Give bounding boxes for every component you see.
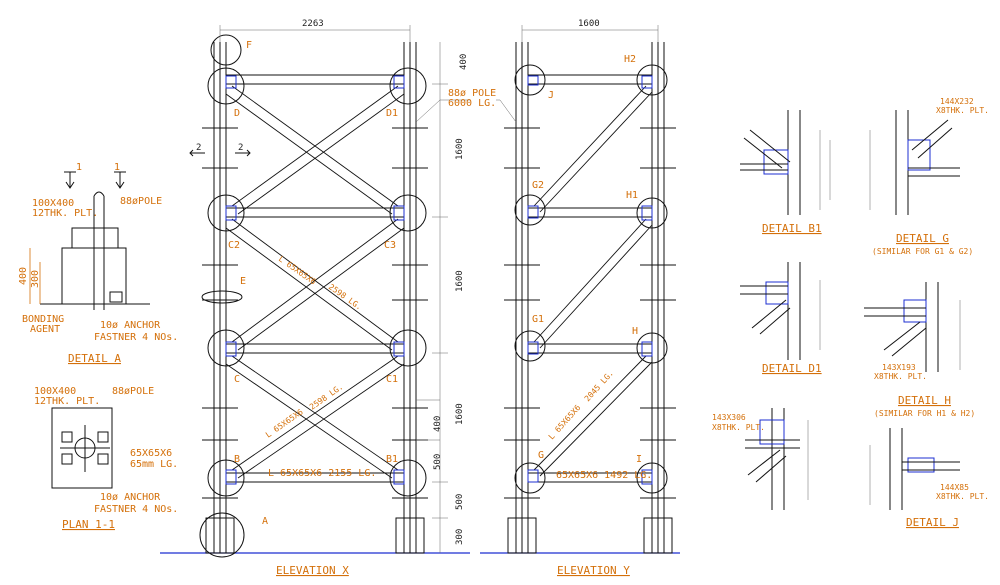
dim-width-y: 1600: [578, 19, 600, 29]
dim-1600-b: 1600: [455, 270, 465, 292]
dim-width-x: 2263: [302, 19, 324, 29]
node-c: C: [234, 374, 240, 385]
node-b: B: [234, 454, 240, 465]
node-c3: C3: [384, 240, 396, 251]
section-1-right: 1: [114, 162, 120, 173]
title-detail-g: DETAIL G: [896, 232, 949, 245]
detail-a: [29, 171, 150, 310]
note-p-angle2: 65mm LG.: [130, 459, 178, 470]
note-a-plate: 100X400: [32, 198, 74, 209]
node-a: A: [262, 516, 268, 527]
node-h1: H1: [626, 190, 638, 201]
detail-b1: [740, 110, 831, 215]
title-detail-a: DETAIL A: [68, 352, 121, 365]
note-a-pole: 88øPOLE: [120, 196, 162, 207]
detail-g: [869, 110, 960, 215]
node-f: F: [246, 40, 252, 51]
note-brace-x-top: L 65X65X6: [277, 254, 318, 286]
title-plan-1-1: PLAN 1-1: [62, 518, 115, 531]
note-brace-x-top-lg: 2598 LG.: [327, 282, 364, 311]
node-g: G: [538, 450, 544, 461]
dim-400-b: 400: [433, 416, 443, 432]
subtitle-detail-h: (SIMILAR FOR H1 & H2): [874, 409, 975, 418]
note-h-plate: 143X193: [882, 363, 916, 372]
note-pole-lg: 6000 LG.: [448, 98, 496, 109]
note-j-plate2: X8THK. PLT.: [936, 492, 989, 501]
node-h: H: [632, 326, 638, 337]
subtitle-detail-g: (SIMILAR FOR G1 & G2): [872, 247, 973, 256]
node-b1: B1: [386, 454, 398, 465]
dim-500-a: 500: [433, 454, 443, 470]
note-brace-y-lg: 2045 LG.: [583, 369, 615, 404]
elevation-x: [160, 25, 470, 558]
note-k-plate2: X8THK. PLT.: [712, 423, 765, 432]
dim-400: 400: [459, 54, 469, 70]
node-e: E: [240, 276, 246, 287]
dim-500-b: 500: [455, 494, 465, 510]
note-p-pole: 88øPOLE: [112, 386, 154, 397]
note-h-plate2: X8THK. PLT.: [874, 372, 927, 381]
note-a-anchor: 10ø ANCHOR: [100, 320, 161, 331]
note-horiz-x: L 65X65X6 2155 LG.: [268, 468, 376, 479]
note-p-plate2: 12THK. PLT.: [34, 396, 100, 407]
title-detail-d1: DETAIL D1: [762, 362, 822, 375]
note-a-fastner: FASTNER 4 NOs.: [94, 332, 178, 343]
note-p-plate: 100X400: [34, 386, 76, 397]
dim-1600-c: 1600: [455, 403, 465, 425]
node-i: I: [636, 454, 642, 465]
node-g2: G2: [532, 180, 544, 191]
note-k-plate: 143X306: [712, 413, 746, 422]
note-p-anchor: 10ø ANCHOR: [100, 492, 161, 503]
section-2-right: 2: [238, 143, 243, 153]
note-g-plate2: X8THK. PLT.: [936, 106, 989, 115]
dim-300: 300: [455, 529, 465, 545]
note-brace-y: L 65X65X6: [547, 403, 583, 441]
note-pole: 88ø POLE: [448, 88, 496, 99]
detail-j: [869, 428, 960, 510]
note-brace-x-bot: L 65X65X6: [264, 407, 305, 439]
section-2-left: 2: [196, 143, 201, 153]
note-j-plate: 144X85: [940, 483, 969, 492]
elevation-y: [480, 25, 680, 554]
title-elevation-x: ELEVATION X: [276, 564, 349, 577]
node-j: J: [548, 90, 554, 101]
title-detail-h: DETAIL H: [898, 394, 951, 407]
detail-h: [864, 282, 961, 372]
node-c1: C1: [386, 374, 398, 385]
section-1-left: 1: [76, 162, 82, 173]
dim-a-300: 300: [30, 270, 41, 288]
note-a-agent: AGENT: [30, 324, 60, 335]
node-d: D: [234, 108, 240, 119]
dim-a-400: 400: [18, 267, 29, 285]
note-a-bonding: BONDING: [22, 314, 64, 325]
node-d1: D1: [386, 108, 398, 119]
plan-1-1: [51, 407, 113, 489]
detail-k: [745, 408, 809, 510]
title-elevation-y: ELEVATION Y: [557, 564, 630, 577]
node-c2: C2: [228, 240, 240, 251]
node-g1: G1: [532, 314, 544, 325]
detail-d1: [740, 262, 821, 360]
note-p-fastner: FASTNER 4 NOs.: [94, 504, 178, 515]
dim-1600-a: 1600: [455, 138, 465, 160]
title-detail-b1: DETAIL B1: [762, 222, 822, 235]
node-h2: H2: [624, 54, 636, 65]
note-g-plate: 144X232: [940, 97, 974, 106]
note-horiz-y: 65X65X6 1492 LG.: [556, 470, 652, 481]
title-detail-j: DETAIL J: [906, 516, 959, 529]
note-a-plate2: 12THK. PLT.: [32, 208, 98, 219]
note-p-angle: 65X65X6: [130, 448, 172, 459]
